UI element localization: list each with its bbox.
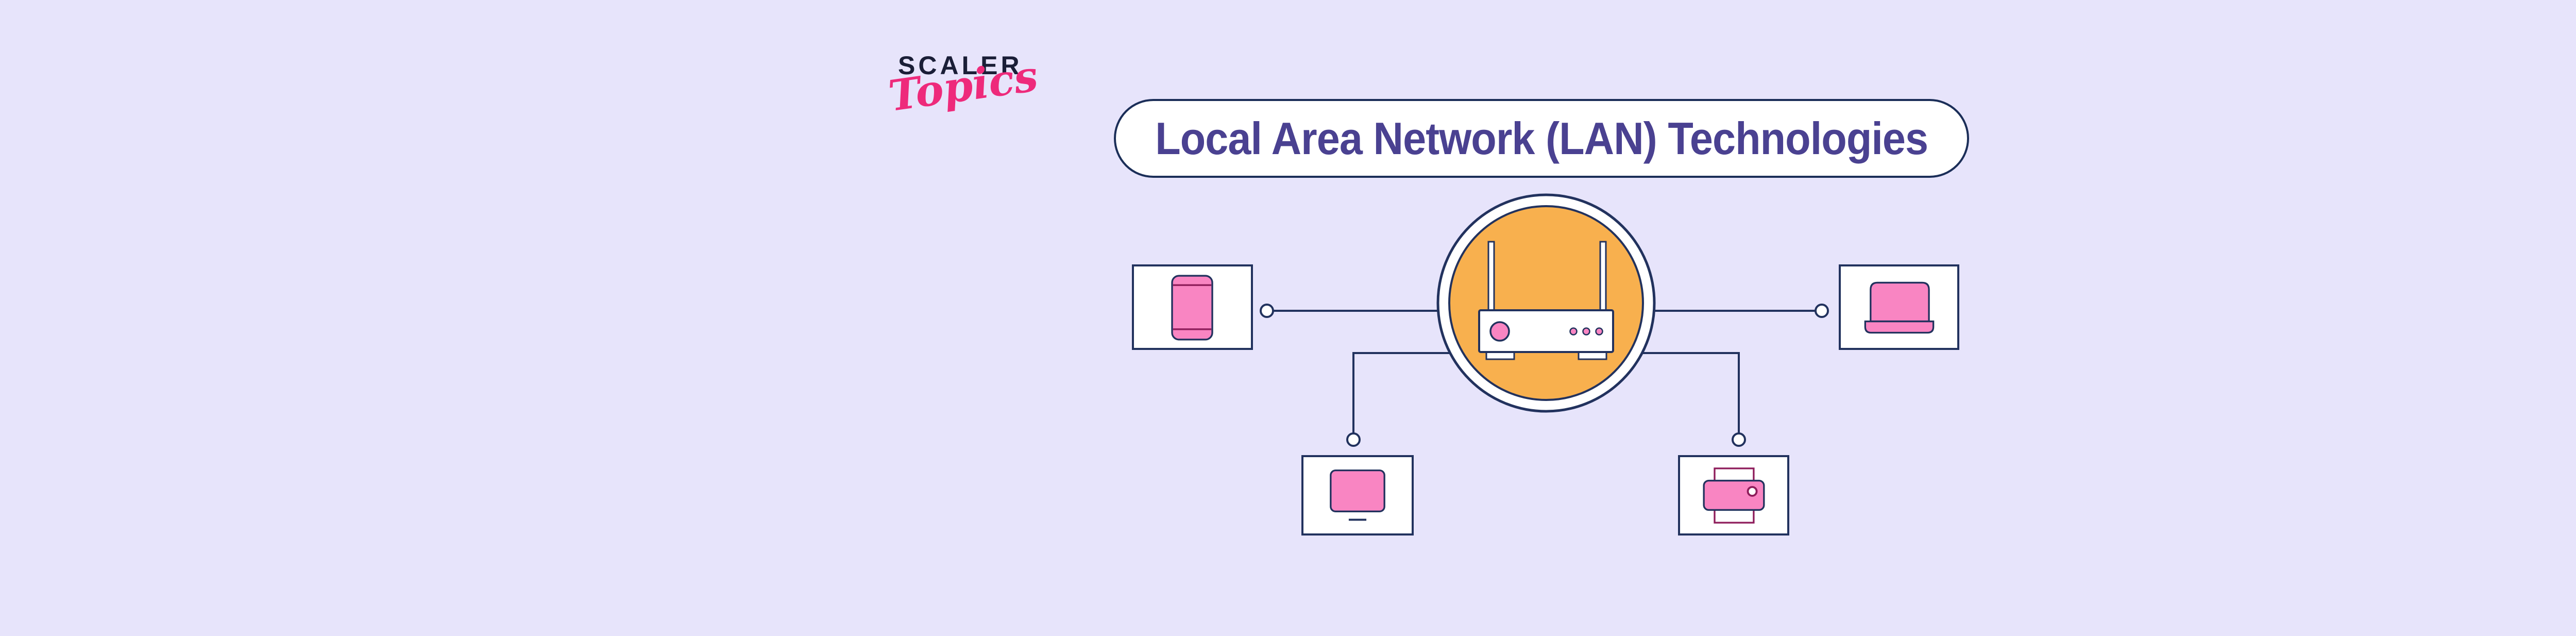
device-node-smartphone xyxy=(1132,264,1253,350)
router-indicator-dot xyxy=(1582,327,1590,336)
connector-dot-smartphone xyxy=(1260,304,1274,318)
laptop-base xyxy=(1864,320,1935,334)
router-led xyxy=(1489,321,1510,342)
wifi-router-icon xyxy=(1478,241,1614,360)
smartphone-icon xyxy=(1171,275,1213,341)
page-title: Local Area Network (LAN) Technologies xyxy=(1155,112,1928,164)
monitor-screen xyxy=(1330,469,1385,512)
laptop-screen xyxy=(1870,281,1930,323)
scaler-topics-logo: SCALER Topics xyxy=(884,49,1041,147)
connector-dot-monitor xyxy=(1346,432,1361,447)
device-node-laptop xyxy=(1839,264,1959,350)
connector-dot-printer xyxy=(1732,432,1746,447)
router-indicator-dot xyxy=(1595,327,1603,336)
title-banner: Local Area Network (LAN) Technologies xyxy=(1114,99,1969,178)
device-node-printer xyxy=(1678,455,1789,535)
connector-dot-laptop xyxy=(1815,304,1829,318)
hub-group xyxy=(1436,193,1656,413)
monitor-icon xyxy=(1330,469,1385,521)
printer-icon xyxy=(1703,467,1765,524)
router-indicator-dot xyxy=(1569,327,1578,336)
router-foot-right xyxy=(1578,351,1607,360)
router-body xyxy=(1478,309,1614,353)
logo-brand-text: SCALER xyxy=(898,51,1023,80)
router-foot-left xyxy=(1485,351,1515,360)
laptop-icon xyxy=(1864,281,1935,334)
printer-button xyxy=(1747,486,1758,497)
hub-inner-circle xyxy=(1448,205,1644,401)
smartphone-body xyxy=(1171,275,1213,341)
device-node-monitor xyxy=(1301,455,1414,535)
router-antenna-right xyxy=(1599,241,1607,315)
router-antenna-left xyxy=(1487,241,1495,315)
